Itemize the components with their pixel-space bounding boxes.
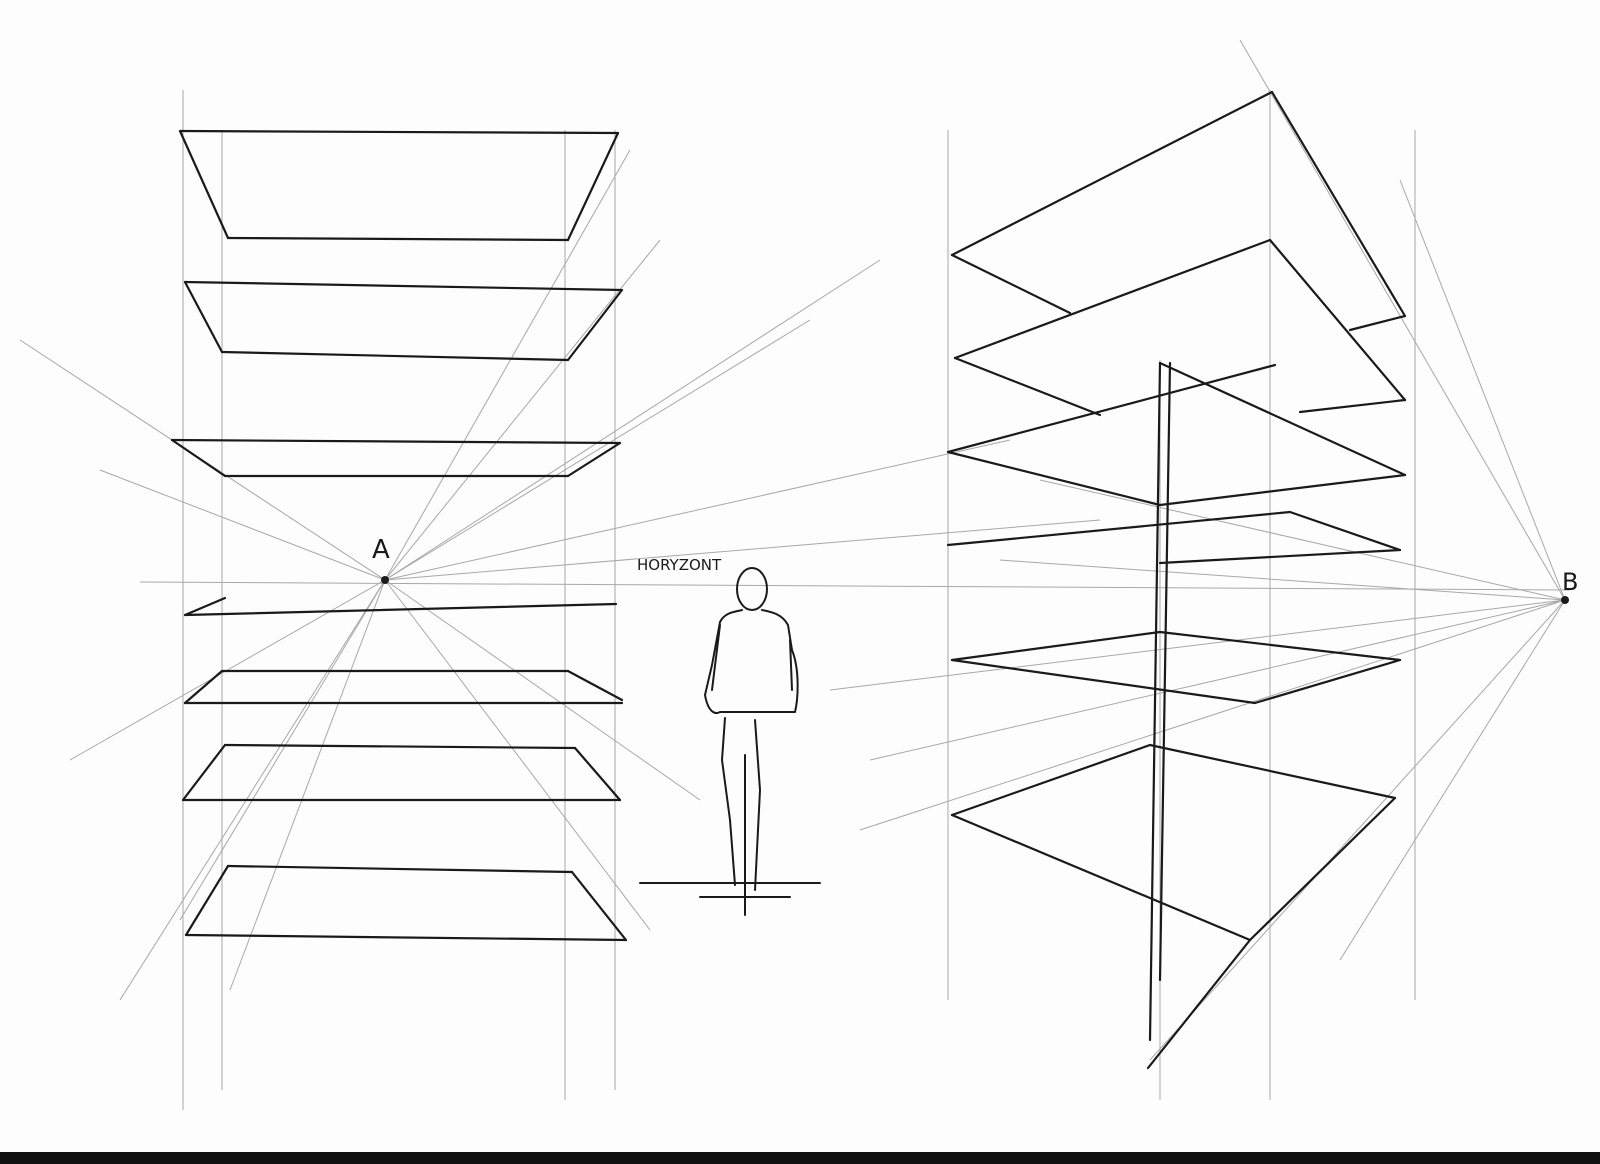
- vanishing-point-a: A: [372, 535, 390, 584]
- human-figure: [639, 567, 821, 916]
- vanishing-point-b: B: [1561, 568, 1578, 604]
- right-plane-2: [953, 238, 1407, 417]
- plane-2: [183, 280, 624, 362]
- right-plane-3: [946, 361, 1407, 507]
- scan-edge: [0, 1152, 1600, 1164]
- plane-1: [178, 129, 620, 242]
- plane-3: [170, 438, 622, 478]
- figure-head: [736, 567, 768, 611]
- left-planes: [170, 129, 628, 942]
- horizon-label: HORYZONT: [637, 556, 722, 574]
- right-plane-5: [950, 630, 1402, 705]
- right-planes: [946, 90, 1407, 1070]
- right-plane-1: [950, 90, 1407, 332]
- label-a: A: [372, 535, 390, 565]
- figure-arms: [711, 624, 793, 691]
- right-plane-6: [950, 743, 1397, 942]
- plane-5: [183, 669, 624, 705]
- right-plane-4: [946, 510, 1402, 565]
- construction-lines: [19, 39, 1571, 1110]
- label-b: B: [1562, 568, 1578, 596]
- figure-legs: [721, 717, 761, 891]
- right-column: [1146, 361, 1252, 1070]
- plane-6: [181, 743, 622, 802]
- plane-4: [183, 596, 618, 617]
- figure-torso: [704, 609, 799, 714]
- plane-7: [184, 864, 628, 942]
